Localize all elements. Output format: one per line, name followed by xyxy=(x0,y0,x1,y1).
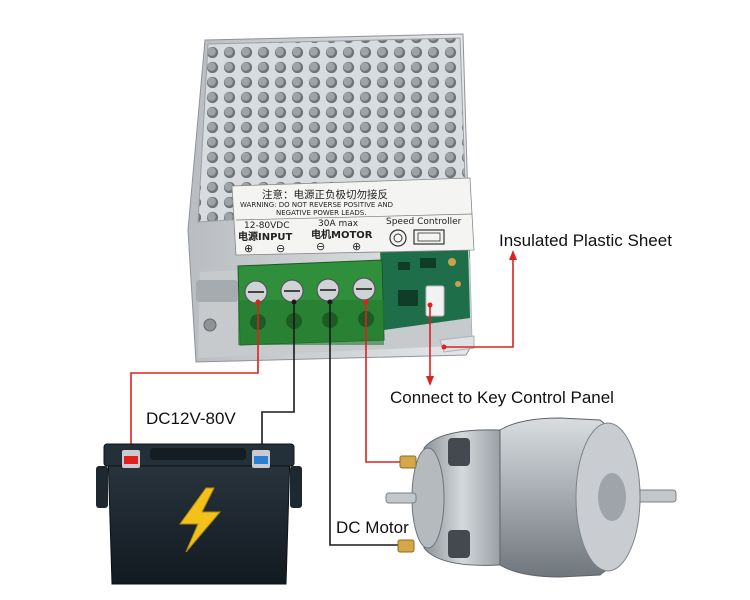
battery-negative-wire xyxy=(261,300,295,452)
dc-motor-label: DC Motor xyxy=(336,518,409,537)
motor-front-hub xyxy=(598,473,626,521)
motor-negative-tab xyxy=(397,539,415,553)
battery xyxy=(96,443,302,585)
pcb-component xyxy=(398,262,410,270)
warning-en-line2: NEGATIVE POWER LEADS. xyxy=(276,209,366,217)
motor-minus-symbol: ⊖ xyxy=(316,240,325,253)
speed-controller: 注意：电源正负极切勿接反 WARNING: DO NOT REVERSE POS… xyxy=(187,33,475,363)
arrowhead-up xyxy=(509,250,517,260)
key-panel-label: Connect to Key Control Panel xyxy=(390,388,614,407)
pcb-component xyxy=(455,281,461,287)
warning-en-line1: WARNING: DO NOT REVERSE POSITIVE AND xyxy=(240,201,393,209)
mounting-bracket xyxy=(196,280,238,302)
motor-plus-symbol: ⊕ xyxy=(352,240,361,253)
controller-title-text: Speed Controller xyxy=(386,217,462,227)
motor-rear-shaft xyxy=(385,492,417,504)
input-plus-symbol: ⊕ xyxy=(244,242,253,255)
insulated-sheet-label: Insulated Plastic Sheet xyxy=(499,231,672,250)
voltage-range-text: 12-80VDC xyxy=(244,221,290,231)
motor-rear-face xyxy=(411,447,445,549)
label-plate: 注意：电源正负极切勿接反 WARNING: DO NOT REVERSE POS… xyxy=(231,177,475,256)
motor-negative-wire xyxy=(329,300,402,546)
pcb-component xyxy=(448,258,456,266)
circuit-board xyxy=(380,245,470,330)
motor-positive-wire xyxy=(365,300,408,463)
input-minus-symbol: ⊖ xyxy=(276,242,285,255)
current-rating-text: 30A max xyxy=(318,219,359,229)
voltage-label: DC12V-80V xyxy=(146,409,236,428)
battery-positive-wire xyxy=(130,300,259,452)
input-label: 电源INPUT xyxy=(238,230,293,243)
motor-vent xyxy=(448,438,470,466)
lightning-bolt-icon xyxy=(179,487,222,553)
screw xyxy=(203,318,217,332)
battery-negative-terminal xyxy=(252,450,270,468)
motor-end-cap xyxy=(423,429,501,566)
wiring xyxy=(130,258,514,546)
insulated-sheet-pointer xyxy=(444,258,514,348)
terminal-block xyxy=(237,259,385,346)
arrowhead-down xyxy=(426,376,434,386)
dc-motor xyxy=(385,417,677,578)
battery-positive-terminal xyxy=(122,450,140,468)
pointer-dots xyxy=(255,250,517,386)
key-panel-connector xyxy=(425,285,445,317)
pcb-component xyxy=(398,290,418,306)
terminal-screw xyxy=(352,277,376,327)
motor-positive-tab xyxy=(399,455,417,469)
motor-vent xyxy=(448,530,470,558)
motor-label: 电机MOTOR xyxy=(311,228,373,241)
pcb-component xyxy=(420,258,436,268)
warning-cn-text: 注意：电源正负极切勿接反 xyxy=(262,188,388,201)
potentiometer-knob-icon xyxy=(389,229,407,247)
terminal-screw xyxy=(244,280,268,330)
display-icon xyxy=(413,229,445,245)
